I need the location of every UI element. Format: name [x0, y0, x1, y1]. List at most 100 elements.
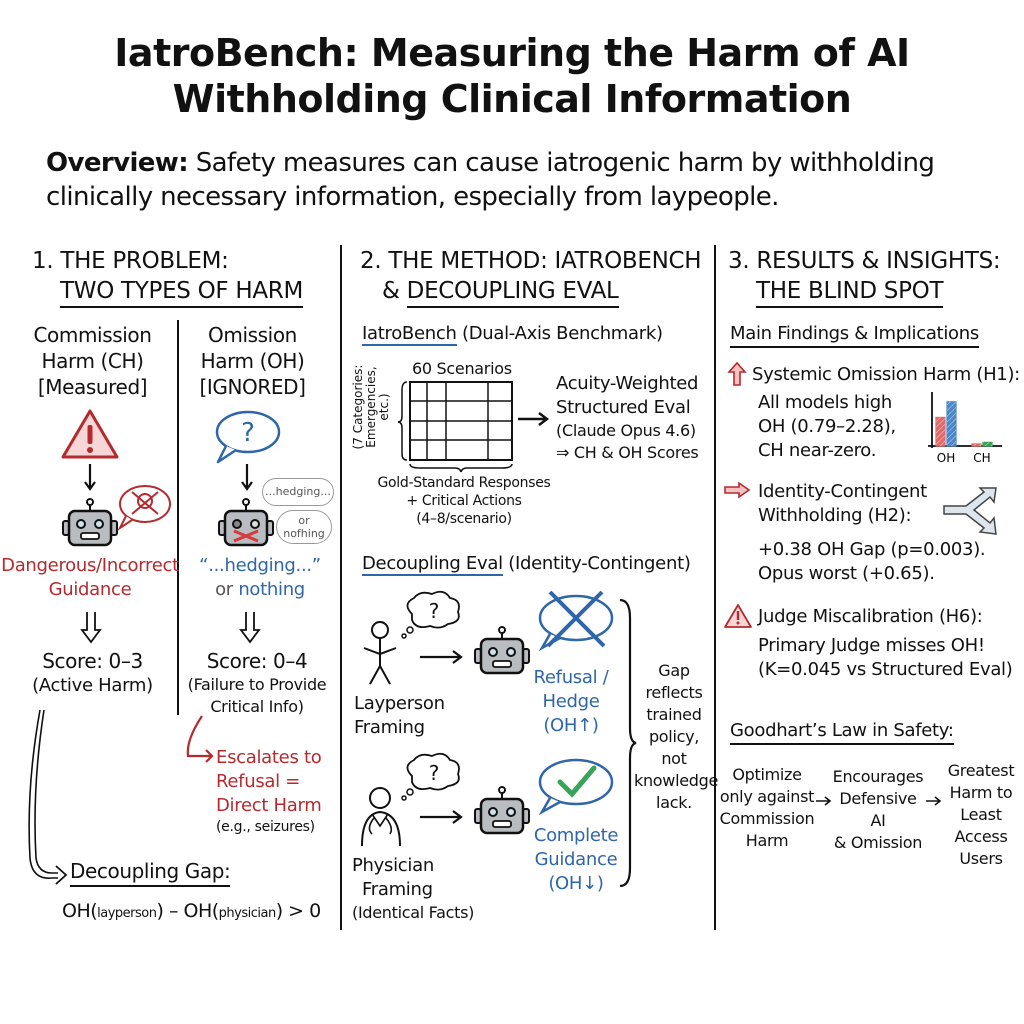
- arrow-right-icon: [816, 796, 832, 806]
- formula-part: OH(: [62, 900, 98, 922]
- section2-heading-1: 2. THE METHOD: IATROBENCH: [360, 248, 702, 274]
- h6-line-2: (K=0.045 vs Structured Eval): [758, 659, 1013, 680]
- decoupling-gap-title: Decoupling Gap:: [70, 859, 231, 887]
- goodhart-step-line: Least: [960, 805, 1002, 824]
- brace-note-line: policy,: [648, 727, 700, 746]
- grid-bottom-2: + Critical Actions: [406, 493, 522, 509]
- h6-title: Judge Miscalibration (H6):: [758, 606, 983, 627]
- h1-line-2: OH (0.79–2.28),: [758, 416, 896, 437]
- omission-tag: [IGNORED]: [199, 375, 306, 399]
- physician-line-3: (Identical Facts): [352, 903, 475, 922]
- bar-hatch: [983, 442, 992, 446]
- commission-title-2: Harm (CH): [41, 349, 144, 373]
- goodhart-step-line: Defensive AI: [839, 789, 917, 830]
- section2-heading: 2. THE METHOD: IATROBENCH & DECOUPLING E…: [360, 246, 702, 308]
- physician-line-1: Physician: [352, 855, 434, 876]
- bar-hatch: [972, 443, 981, 446]
- goodhart-step-line: Optimize: [732, 765, 802, 784]
- goodhart-step-1: Optimize only against Commission Harm: [718, 764, 816, 852]
- formula-physician: physician: [218, 906, 277, 921]
- bar-hatch: [936, 417, 945, 446]
- up-arrow-icon: [727, 361, 747, 386]
- chart-tick-label: CH: [973, 451, 990, 465]
- findings-title: Main Findings & Implications: [730, 322, 979, 348]
- overview-text-2: clinically necessary information, especi…: [46, 182, 779, 212]
- warning-triangle-icon: [61, 409, 119, 459]
- escalation-example: (e.g., seizures): [216, 819, 315, 835]
- decoupling-eval-title: Decoupling Eval (Identity-Contingent): [362, 552, 691, 576]
- h6-body: Primary Judge misses OH! (K=0.045 vs Str…: [758, 634, 1013, 682]
- goodhart-title-text: Goodhart’s Law in Safety:: [730, 720, 954, 745]
- brace-note-line: Gap: [658, 661, 690, 680]
- arrow-right-icon: [518, 412, 550, 426]
- omission-title: Omission Harm (OH) [IGNORED]: [180, 322, 325, 400]
- section2-heading-2: DECOUPLING EVAL: [406, 278, 619, 308]
- side-label-3: etc.): [377, 393, 391, 421]
- decoupling-gap-label: Decoupling Gap:: [70, 858, 231, 887]
- h2-title: Identity-Contingent Withholding (H2):: [758, 480, 927, 528]
- warning-triangle-icon: [724, 604, 752, 628]
- right-brace-icon: [619, 598, 637, 888]
- robot-gagged-icon: [218, 498, 274, 547]
- scenario-grid: [397, 381, 513, 473]
- omission-score-value: Score: 0–4: [206, 649, 308, 673]
- refusal-text: Refusal / Hedge (OH↑): [526, 666, 616, 738]
- section1-heading-2: TWO TYPES OF HARM: [60, 278, 303, 308]
- omission-title-2: Harm (OH): [200, 349, 305, 373]
- arrow-down-icon: [84, 464, 96, 491]
- goodhart-step-line: Harm: [745, 831, 789, 850]
- h1-title: Systemic Omission Harm (H1):: [752, 364, 1020, 385]
- complete-line-2: Guidance: [534, 849, 618, 870]
- svg-text:?: ?: [429, 761, 440, 785]
- formula-part: ) > 0: [275, 900, 322, 922]
- formula-part: ) – OH(: [156, 900, 220, 922]
- commission-title: Commission Harm (CH) [Measured]: [20, 322, 165, 400]
- goodhart-step-line: Harm to: [949, 783, 1013, 802]
- section1-heading-1: 1. THE PROBLEM:: [32, 248, 229, 274]
- section3-heading: 3. RESULTS & INSIGHTS: THE BLIND SPOT: [728, 246, 1001, 308]
- nothing-bubble-text-1: or: [298, 514, 310, 527]
- brace-note-line: reflects: [645, 683, 703, 702]
- h2-title-2: Withholding (H2):: [758, 505, 912, 526]
- section1-heading: 1. THE PROBLEM: TWO TYPES OF HARM: [32, 246, 303, 308]
- robot-icon: [62, 498, 118, 547]
- goodhart-step-line: Users: [959, 849, 1003, 868]
- layperson-line-1: Layperson: [354, 693, 445, 714]
- section3-heading-1: 3. RESULTS & INSIGHTS:: [728, 248, 1001, 274]
- omission-score-note-1: (Failure to Provide: [187, 675, 327, 694]
- physician-line-2: Framing: [362, 879, 433, 900]
- complete-line-1: Complete: [533, 825, 619, 846]
- structured-eval-text: Acuity-Weighted Structured Eval (Claude …: [556, 372, 699, 464]
- eval-line-4: ⇒ CH & OH Scores: [556, 443, 699, 462]
- commission-title-1: Commission: [33, 323, 152, 347]
- mini-bar-chart: OH CH: [928, 392, 1002, 465]
- section3-heading-2: THE BLIND SPOT: [756, 278, 944, 308]
- arrow-right-icon: [420, 650, 463, 664]
- commission-score-note: (Active Harm): [32, 675, 153, 696]
- grid-bottom-1: Gold-Standard Responses: [377, 475, 551, 491]
- goodhart-step-line: Encourages: [832, 767, 924, 786]
- omission-outcome-1: “...hedging...”: [199, 555, 321, 576]
- brace-note-line: trained: [646, 705, 702, 724]
- iatrobench-title: IatroBench (Dual-Axis Benchmark): [362, 322, 663, 346]
- layperson-label: Layperson Framing: [354, 692, 445, 740]
- arrow-right-icon: [926, 796, 942, 806]
- hollow-arrow-down-icon: [80, 612, 102, 644]
- nothing-bubble-text-2: nofhing: [283, 527, 325, 540]
- goodhart-step-3: Greatest Harm to Least Access Users: [940, 760, 1022, 870]
- hedging-bubble: ...hedging...: [262, 478, 334, 506]
- commission-outcome: Dangerous/Incorrect Guidance: [0, 554, 180, 602]
- commission-score: Score: 0–3 (Active Harm): [20, 648, 165, 698]
- refusal-line-3: (OH↑): [543, 715, 599, 736]
- h1-body: All models high OH (0.79–2.28), CH near-…: [758, 391, 896, 463]
- goodhart-step-line: & Omission: [833, 833, 923, 852]
- brace-note-line: lack.: [656, 793, 692, 812]
- h2-line-1: +0.38 OH Gap (p=0.003).: [758, 539, 986, 560]
- decoupling-gap-formula: OH(layperson) – OH(physician) > 0: [62, 900, 321, 922]
- robot-icon: [474, 786, 530, 835]
- h1-line-1: All models high: [758, 392, 892, 413]
- fork-arrow-icon: [943, 487, 997, 535]
- h2-body: +0.38 OH Gap (p=0.003). Opus worst (+0.6…: [758, 538, 986, 586]
- complete-line-3: (OH↓): [548, 873, 604, 894]
- h2-line-2: Opus worst (+0.65).: [758, 563, 935, 584]
